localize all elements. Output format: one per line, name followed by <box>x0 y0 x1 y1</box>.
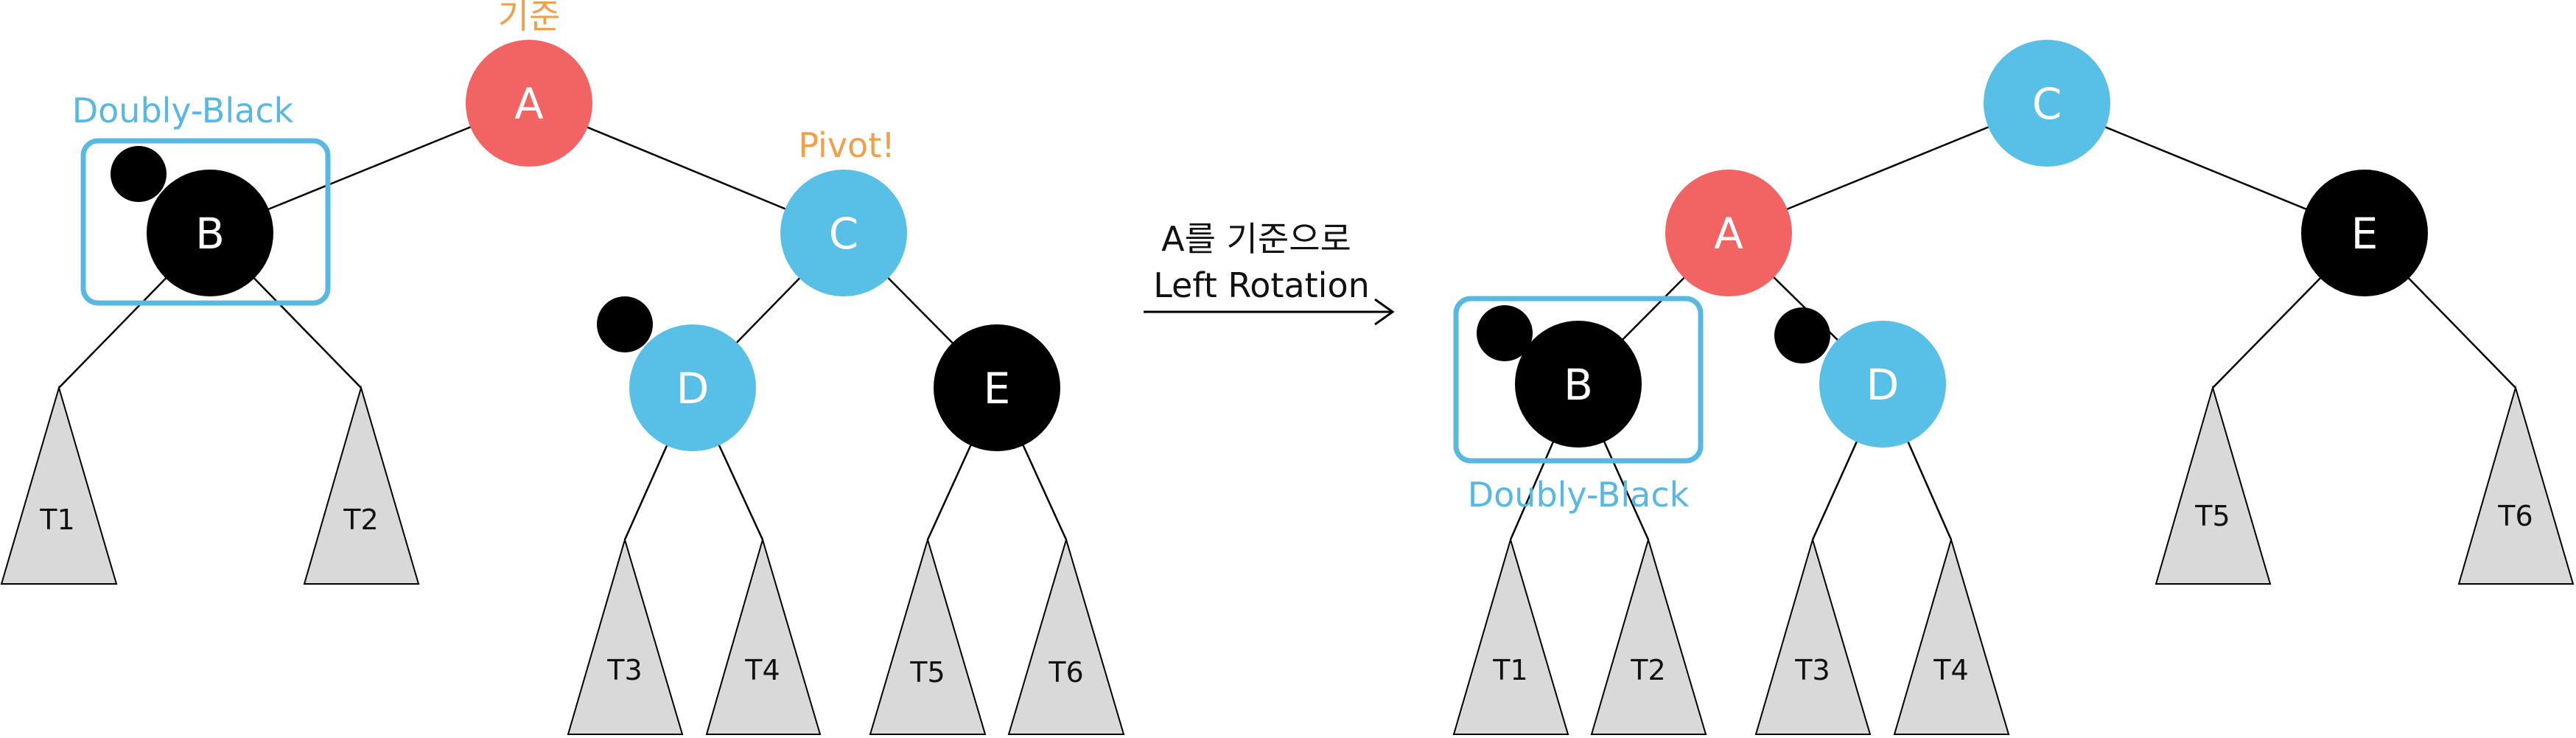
subtree-t1 <box>0 385 118 585</box>
subtree-label-t2: T2 <box>343 504 378 536</box>
subtree-t3 <box>1754 537 1872 735</box>
subtree-label-t4: T4 <box>1933 654 1968 686</box>
subtree-label-t6: T6 <box>2497 500 2533 532</box>
subtree-t6 <box>2457 385 2575 585</box>
left-subtrees <box>0 385 1125 735</box>
subtree-label-t6: T6 <box>1048 656 1083 689</box>
node-d <box>1819 321 1946 448</box>
right-subtrees <box>1452 385 2575 735</box>
left-edges <box>58 102 1068 540</box>
rotation-arrow: A를 기준으로 Left Rotation <box>1144 219 1395 326</box>
node-e <box>934 324 1060 451</box>
subtree-t2 <box>1590 537 1707 735</box>
subtree-label-t1: T1 <box>39 504 74 536</box>
node-c <box>1984 40 2110 167</box>
node-label-e: E <box>984 363 1011 414</box>
doubly-black-caption: Doubly-Black <box>72 91 294 130</box>
node-b <box>147 170 273 296</box>
node-d <box>629 324 756 451</box>
node-b <box>1515 321 1642 448</box>
subtree-label-t1: T1 <box>1492 654 1527 686</box>
extra-black-token <box>1477 305 1533 361</box>
black-token-d <box>1774 307 1830 363</box>
node-label-a: A <box>1714 209 1743 259</box>
right-tree: T1 T2 T3 T4 T5 T6 C A E B D Doubly-Black <box>1452 40 2575 735</box>
pivot-caption: 기준 <box>498 0 561 36</box>
node-label-a: A <box>514 79 544 129</box>
subtree-t3 <box>567 537 684 735</box>
subtree-label-t3: T3 <box>606 654 642 686</box>
subtree-label-t3: T3 <box>1794 654 1830 686</box>
subtree-t2 <box>303 385 420 585</box>
arrow-head-icon <box>1374 298 1395 326</box>
node-label-d: D <box>676 363 710 414</box>
subtree-t5 <box>869 537 987 735</box>
arrow-caption-line1: A를 기준으로 <box>1161 219 1351 259</box>
subtree-t4 <box>1893 537 2010 735</box>
node-label-c: C <box>829 209 859 259</box>
node-c <box>780 170 907 296</box>
node-a <box>466 40 592 167</box>
subtree-t6 <box>1007 537 1125 735</box>
left-tree: T1 T2 T3 T4 T5 T6 A B C D E 기준 Doubly-Bl… <box>0 0 1125 735</box>
doubly-black-box <box>80 138 331 306</box>
pivot-label: Pivot! <box>798 125 895 165</box>
subtree-t1 <box>1452 537 1569 735</box>
subtree-label-t5: T5 <box>909 656 945 689</box>
subtree-t5 <box>2155 385 2272 585</box>
node-label-c: C <box>2032 79 2062 129</box>
node-label-e: E <box>2351 209 2379 259</box>
node-e <box>2301 170 2428 296</box>
node-label-b: B <box>195 209 225 259</box>
node-a <box>1665 170 1792 296</box>
node-label-d: D <box>1866 360 1900 410</box>
doubly-black-caption: Doubly-Black <box>1468 475 1690 515</box>
subtree-label-t5: T5 <box>2194 500 2230 532</box>
subtree-label-t4: T4 <box>744 654 780 686</box>
extra-black-token <box>111 146 167 202</box>
node-label-b: B <box>1564 360 1593 410</box>
arrow-caption-line2: Left Rotation <box>1153 265 1370 305</box>
doubly-black-box <box>1453 296 1704 464</box>
black-token-d <box>597 296 653 352</box>
subtree-label-t2: T2 <box>1630 654 1665 686</box>
subtree-t4 <box>705 537 822 735</box>
